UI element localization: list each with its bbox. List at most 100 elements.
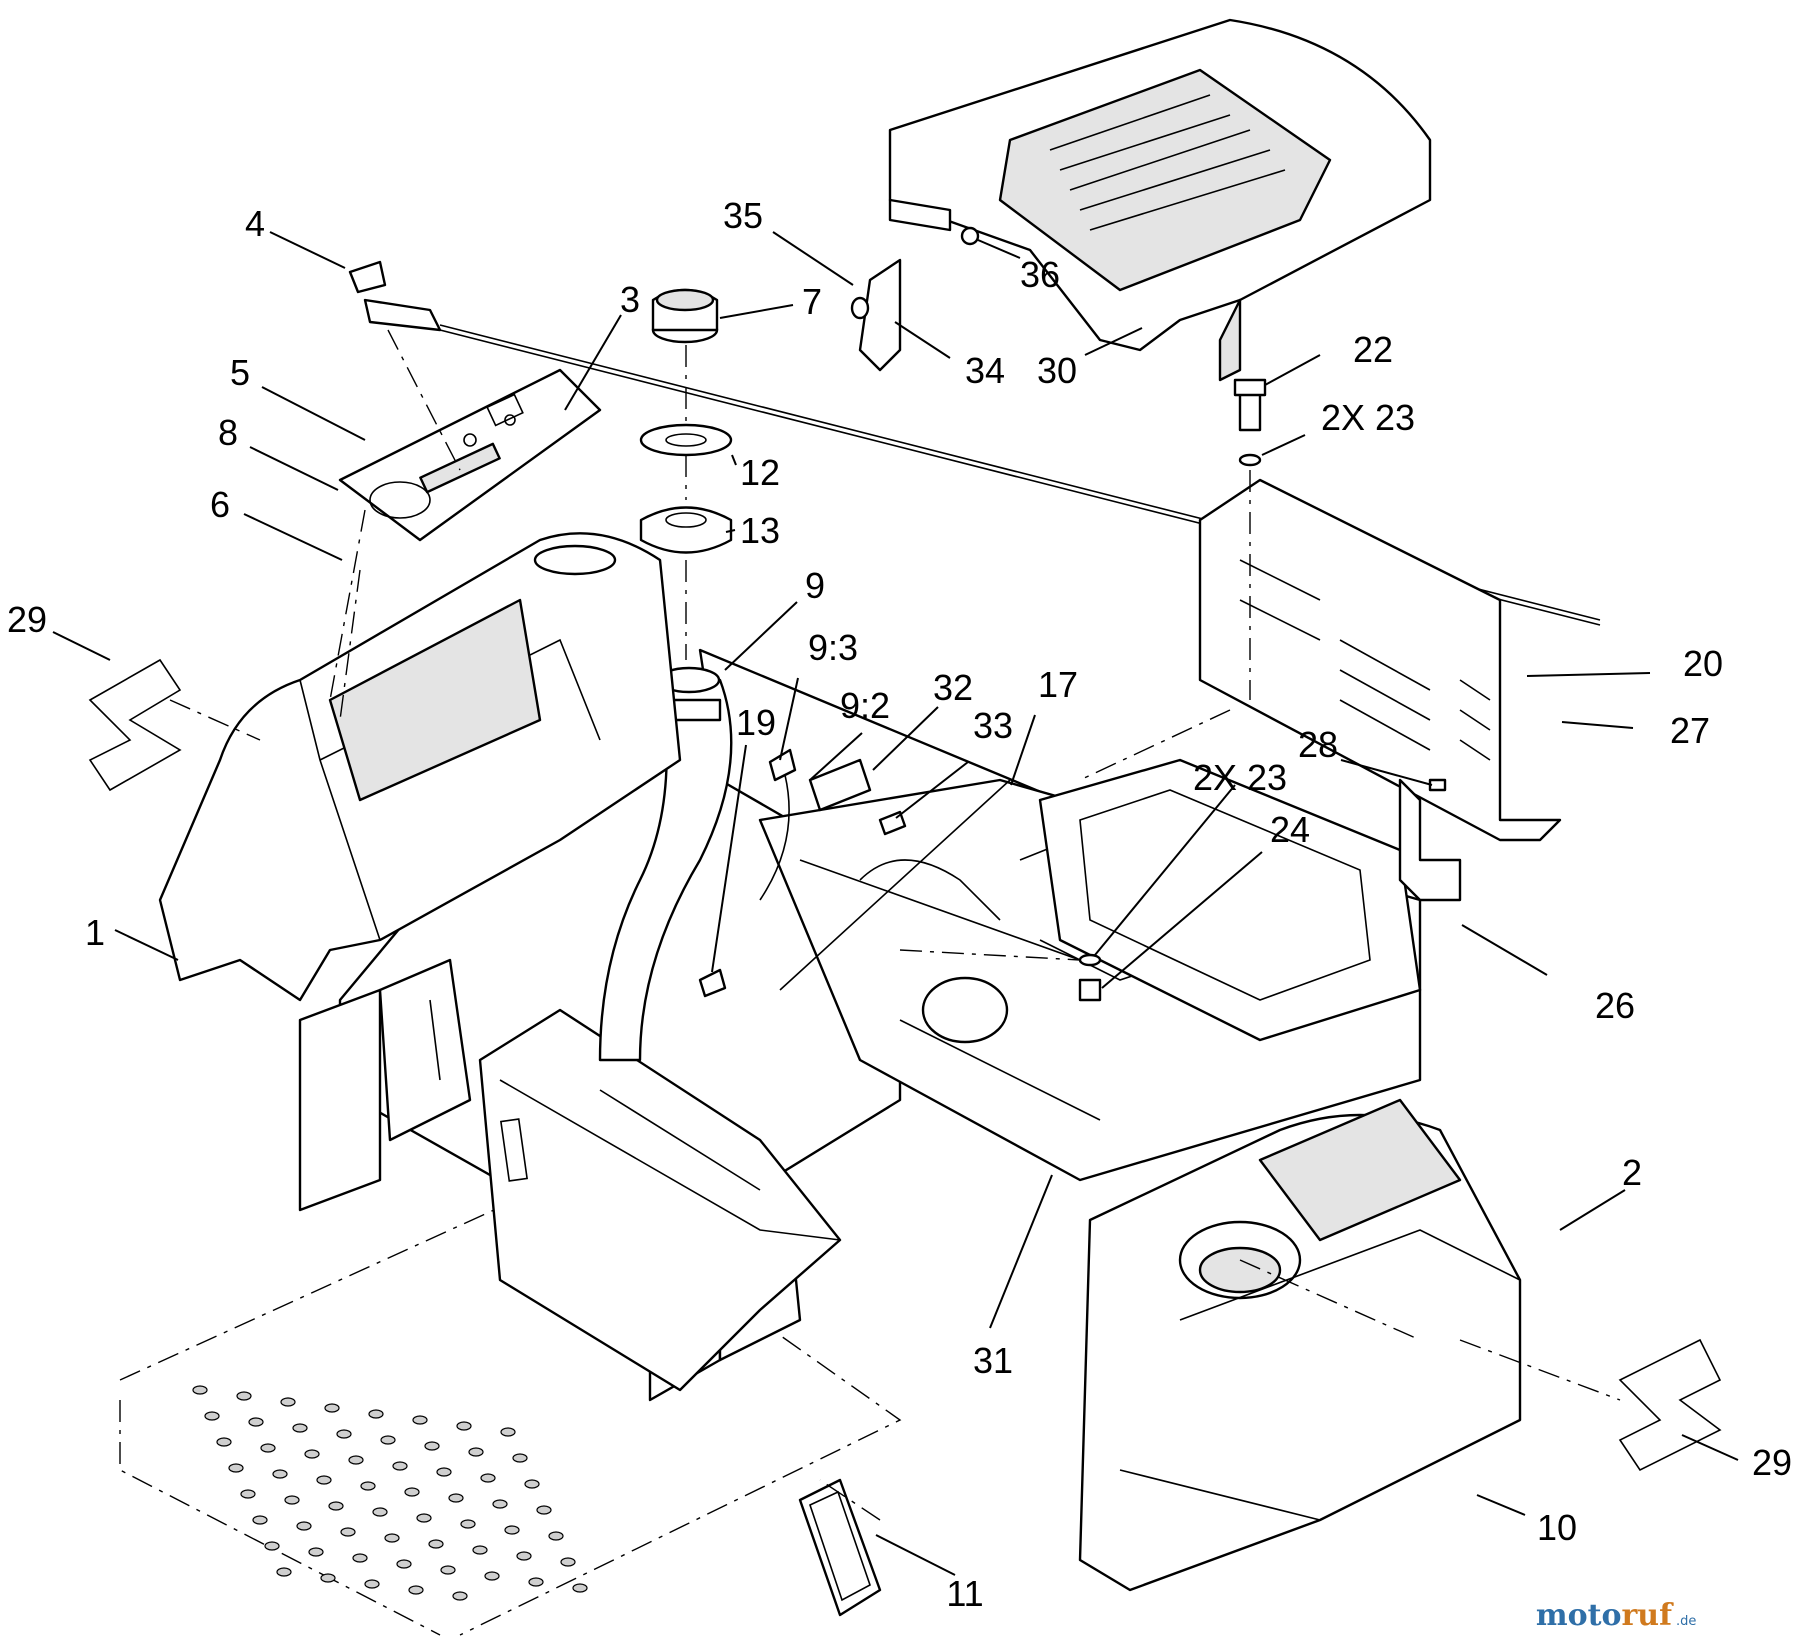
callout-22: 22 [1353, 329, 1393, 370]
callout-31: 31 [973, 1340, 1013, 1381]
watermark-part-b: ruf [1621, 1598, 1674, 1633]
floor-hole [352, 1553, 368, 1563]
callout-32: 32 [933, 667, 973, 708]
callout-13: 13 [740, 510, 780, 551]
callout-11: 11 [946, 1573, 983, 1614]
floor-hole [360, 1481, 376, 1491]
callout-6: 6 [210, 484, 230, 525]
callout-35: 35 [723, 195, 763, 236]
floor-hole [548, 1531, 564, 1541]
floor-hole [456, 1421, 472, 1431]
floor-hole [272, 1469, 288, 1479]
watermark-part-a: moto [1536, 1598, 1622, 1633]
floor-hole [560, 1557, 576, 1567]
floor-hole [492, 1499, 508, 1509]
floor-hole [284, 1495, 300, 1505]
floor-hole [468, 1447, 484, 1457]
floor-hole [484, 1571, 500, 1581]
callout-7: 7 [802, 281, 822, 322]
callout-28: 28 [1298, 724, 1338, 765]
callout-26: 26 [1595, 985, 1635, 1026]
callout-2x23-mid: 2X 23 [1193, 757, 1287, 798]
foot-pad [798, 1478, 882, 1617]
floor-hole [404, 1487, 420, 1497]
floor-hole [292, 1423, 308, 1433]
floor-hole [436, 1467, 452, 1477]
floor-hole [460, 1519, 476, 1529]
floor-hole [252, 1515, 268, 1525]
callout-5: 5 [230, 352, 250, 393]
floor-pan [119, 1119, 902, 1636]
callout-27: 27 [1670, 710, 1710, 751]
callout-17: 17 [1038, 664, 1078, 705]
rear-guard [1198, 478, 1562, 842]
floor-hole [308, 1547, 324, 1557]
floor-hole [528, 1577, 544, 1587]
floor-hole [260, 1443, 276, 1453]
floor-hole [236, 1391, 252, 1401]
floor-hole [324, 1403, 340, 1413]
fuel-cap-stack [639, 288, 733, 660]
floor-hole [328, 1501, 344, 1511]
callout-labels: 1 2 3 4 5 6 7 8 9 9:3 9:2 10 11 12 13 17… [7, 195, 1792, 1614]
callout-33: 33 [973, 705, 1013, 746]
callout-20: 20 [1683, 643, 1723, 684]
left-fender [158, 532, 682, 1002]
callout-9-2: 9:2 [840, 685, 890, 726]
callout-2: 2 [1622, 1152, 1642, 1193]
floor-hole [428, 1539, 444, 1549]
floor-hole [516, 1551, 532, 1561]
floor-hole [472, 1545, 488, 1555]
callout-10: 10 [1537, 1507, 1577, 1548]
bolts-22-23 [1078, 378, 1267, 1002]
svg-text:motoruf: motoruf [1536, 1598, 1674, 1633]
floor-hole [304, 1449, 320, 1459]
callout-30: 30 [1037, 350, 1077, 391]
tank-box [478, 1008, 842, 1392]
small-parts [698, 748, 1011, 998]
seat-pan [888, 18, 1432, 382]
callout-4: 4 [245, 203, 265, 244]
control-panel [338, 368, 602, 542]
callout-9: 9 [805, 565, 825, 606]
floor-hole [500, 1427, 516, 1437]
floor-hole [396, 1559, 412, 1569]
callout-9-3: 9:3 [808, 627, 858, 668]
callout-leaders [52, 231, 1739, 1576]
floor-hole [480, 1473, 496, 1483]
floor-hole [316, 1475, 332, 1485]
floor-hole [536, 1505, 552, 1515]
callout-3: 3 [620, 279, 640, 320]
callout-8: 8 [218, 412, 238, 453]
floor-hole [504, 1525, 520, 1535]
callout-24: 24 [1270, 809, 1310, 850]
floor-hole [372, 1507, 388, 1517]
handle-26 [1398, 778, 1462, 902]
floor-hole [336, 1429, 352, 1439]
callout-36: 36 [1020, 254, 1060, 295]
floor-hole [524, 1479, 540, 1489]
floor-hole [204, 1411, 220, 1421]
floor-hole [264, 1541, 280, 1551]
floor-hole [380, 1435, 396, 1445]
floor-hole [412, 1415, 428, 1425]
floor-hole [340, 1527, 356, 1537]
floor-hole [572, 1583, 588, 1593]
floor-hole [424, 1441, 440, 1451]
floor-hole [240, 1489, 256, 1499]
floor-hole [368, 1409, 384, 1419]
watermark-logo: motoruf .de [1536, 1598, 1697, 1633]
watermark-suffix: .de [1676, 1614, 1696, 1629]
callout-12: 12 [740, 452, 780, 493]
floor-hole [512, 1453, 528, 1463]
floor-hole [452, 1591, 468, 1601]
floor-hole [364, 1579, 380, 1589]
floor-hole [392, 1461, 408, 1471]
callout-34: 34 [965, 350, 1005, 391]
floor-hole [276, 1567, 292, 1577]
callout-29-right: 29 [1752, 1442, 1792, 1483]
floor-hole [408, 1585, 424, 1595]
seat-switch [850, 226, 980, 372]
callout-2x23-top: 2X 23 [1321, 397, 1415, 438]
